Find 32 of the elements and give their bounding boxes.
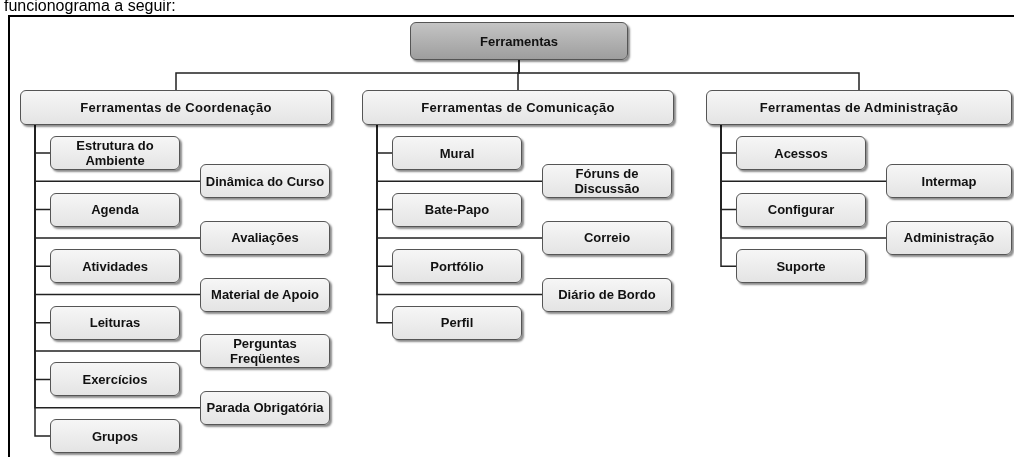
category-box: Ferramentas de Comunicação: [362, 90, 674, 125]
tool-box: Estrutura do Ambiente: [50, 136, 180, 170]
tool-box: Perfil: [392, 305, 522, 340]
tool-box: Agenda: [50, 192, 180, 227]
tool-box: Bate-Papo: [392, 192, 522, 227]
tool-box: Diário de Bordo: [542, 277, 672, 312]
tool-box: Intermap: [886, 164, 1012, 199]
tool-box: Exercícios: [50, 362, 180, 397]
tool-box: Avaliações: [200, 220, 330, 255]
category-box: Ferramentas de Administração: [706, 90, 1012, 125]
tool-box: Dinâmica do Curso: [200, 164, 330, 199]
tool-box: Grupos: [50, 419, 180, 453]
intro-text: funcionograma a seguir:: [4, 0, 176, 14]
connector-line: [34, 124, 51, 437]
tool-box: Leituras: [50, 305, 180, 340]
tool-box: Correio: [542, 220, 672, 255]
tool-box: Material de Apoio: [200, 277, 330, 312]
tool-box: Perguntas Freqüentes: [200, 334, 330, 369]
tool-box: Portfólio: [392, 249, 522, 284]
category-box: Ferramentas de Coordenação: [20, 90, 332, 125]
tool-box: Fóruns de Discussão: [542, 164, 672, 199]
tool-box: Mural: [392, 136, 522, 170]
connector-line: [518, 59, 860, 91]
tool-box: Atividades: [50, 249, 180, 284]
tool-box: Suporte: [736, 249, 866, 284]
root-box: Ferramentas: [410, 22, 628, 60]
tool-box: Configurar: [736, 192, 866, 227]
tool-box: Administração: [886, 220, 1012, 255]
connector-line: [720, 124, 737, 267]
connector-line: [376, 124, 393, 324]
tool-box: Acessos: [736, 136, 866, 170]
tool-box: Parada Obrigatória: [200, 390, 330, 425]
